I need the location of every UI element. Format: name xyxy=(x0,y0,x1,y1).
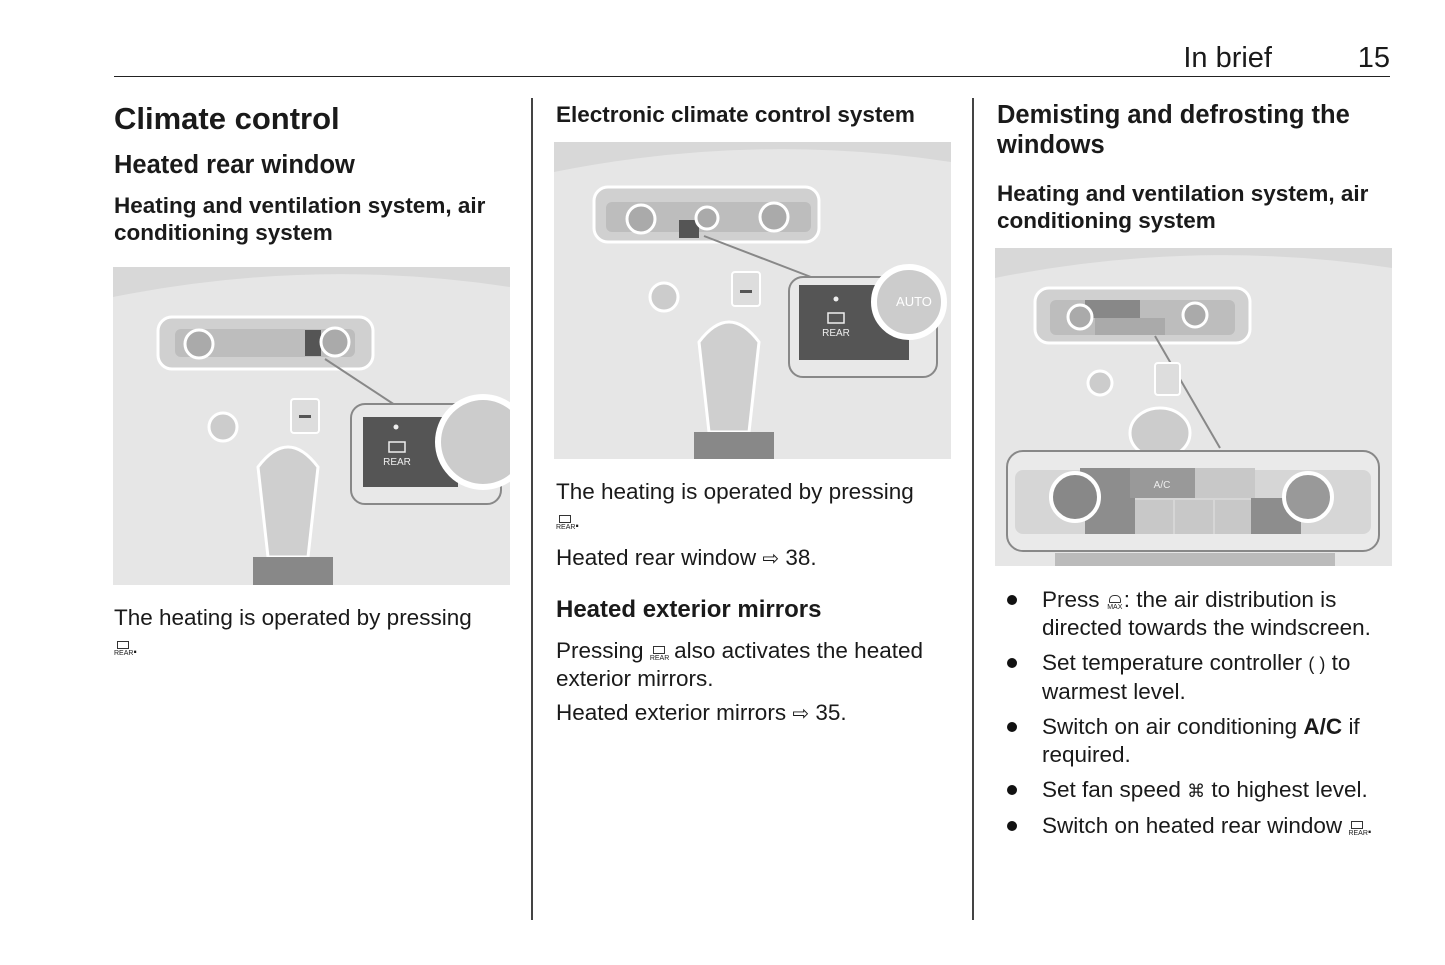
page-reference[interactable]: 35. xyxy=(815,700,847,725)
electronic-climate-illustration: AUTO REAR xyxy=(554,142,951,459)
body-text: The heating is operated by pressing xyxy=(114,605,472,630)
page-title: Climate control xyxy=(114,101,340,136)
climate-panel-illustration: A/C xyxy=(995,248,1392,566)
ac-button-label: A/C xyxy=(1154,480,1171,491)
section-heading: Heated rear window xyxy=(114,151,355,179)
column-demisting: Demisting and defrosting the windows Hea… xyxy=(997,98,1397,234)
center-console-drawing: AUTO REAR xyxy=(554,142,951,459)
list-item: Switch on air conditioning A/C if requir… xyxy=(997,713,1407,769)
ac-label: A/C xyxy=(1303,714,1343,739)
fan-icon: ⌘ xyxy=(1187,781,1206,801)
heated-rear-window-icon: REAR xyxy=(114,641,133,657)
bullet-icon xyxy=(1007,821,1017,831)
column-divider xyxy=(972,98,974,920)
section-heading: Heated exterior mirrors xyxy=(556,596,822,623)
center-console-drawing: REAR xyxy=(113,267,510,585)
list-item: Set fan speed ⌘ to highest level. xyxy=(997,776,1407,805)
heated-rear-window-icon: REAR xyxy=(650,646,669,662)
cross-reference[interactable]: Heated exterior mirrors ⇨ 35. xyxy=(556,700,847,725)
list-item: Press MAX: the air distribution is direc… xyxy=(997,586,1407,642)
list-item: Set temperature controller ( ) to warmes… xyxy=(997,649,1407,706)
subheading: Heating and ventilation system, air cond… xyxy=(997,181,1369,233)
defrost-steps: Press MAX: the air distribution is direc… xyxy=(997,586,1407,847)
body-text: The heating is operated by pressing xyxy=(556,479,914,504)
bullet-list: Press MAX: the air distribution is direc… xyxy=(997,586,1407,840)
column2-body: The heating is operated by pressing REAR… xyxy=(556,478,956,728)
temperature-controller-icon: ( ) xyxy=(1308,654,1326,674)
callout-label: REAR xyxy=(822,328,850,339)
bullet-icon xyxy=(1007,785,1017,795)
section-heading: Demisting and defrosting the windows xyxy=(997,101,1350,159)
page-number: 15 xyxy=(1357,42,1390,74)
arrow-icon: ⇨ xyxy=(762,548,780,570)
column-divider xyxy=(531,98,533,920)
dashboard-illustration: REAR xyxy=(113,267,510,585)
heated-rear-window-icon: REAR xyxy=(556,515,575,531)
bullet-icon xyxy=(1007,595,1017,605)
page-header: In brief 15 xyxy=(114,40,1390,77)
cross-reference[interactable]: Heated rear window ⇨ 38. xyxy=(556,545,817,570)
windscreen-max-icon: MAX xyxy=(1106,595,1124,611)
section-heading: Electronic climate control system xyxy=(556,102,915,127)
bullet-icon xyxy=(1007,658,1017,668)
heated-rear-window-icon: REAR xyxy=(1348,821,1368,837)
column-climate-control: Climate control Heated rear window Heati… xyxy=(114,98,514,246)
arrow-icon: ⇨ xyxy=(792,703,810,725)
subheading: Heating and ventilation system, air cond… xyxy=(114,193,486,245)
climate-panel-drawing: A/C xyxy=(995,248,1392,566)
section-title: In brief xyxy=(1183,42,1272,74)
callout-label: REAR xyxy=(383,457,411,468)
column-electronic-climate: Electronic climate control system xyxy=(556,98,956,128)
bullet-icon xyxy=(1007,722,1017,732)
auto-label: AUTO xyxy=(896,294,932,309)
column1-body: The heating is operated by pressing REAR… xyxy=(114,605,472,658)
page-reference[interactable]: 38. xyxy=(785,545,817,570)
list-item: Switch on heated rear window REAR. xyxy=(997,812,1407,840)
